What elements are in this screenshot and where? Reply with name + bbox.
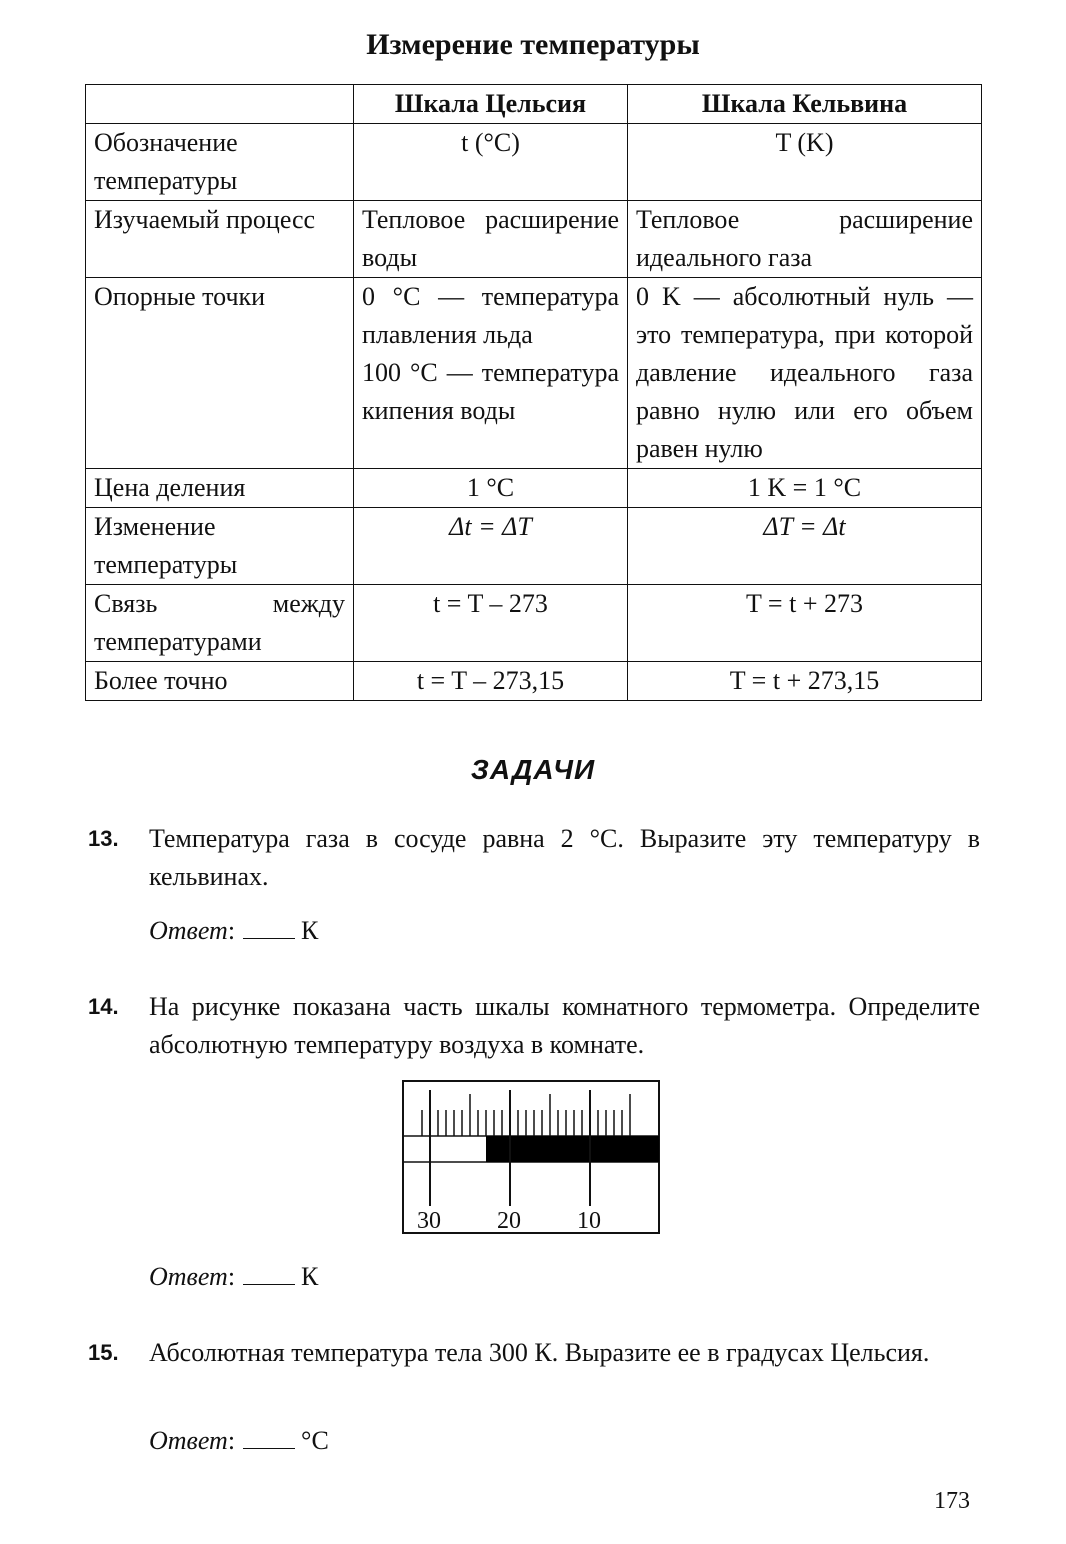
celsius-cell: 1 °C <box>353 468 628 508</box>
row-label: Связь между температурами <box>85 584 354 662</box>
tasks-title: ЗАДАЧИ <box>470 754 596 785</box>
celsius-cell: t = T – 273,15 <box>353 661 628 701</box>
celsius-cell: t = T – 273 <box>353 584 628 662</box>
table-header-row: Шкала Цельсия Шкала Кельвина <box>85 84 982 124</box>
thermometer-major-lines <box>429 1136 591 1206</box>
row-label: Обозначение температуры <box>85 123 354 201</box>
celsius-cell: Тепловое расширение воды <box>353 200 628 278</box>
page-title: Измерение температуры <box>366 28 700 61</box>
temperature-table: Шкала Цельсия Шкала Кельвина Обозначение… <box>85 84 982 701</box>
task-number: 14. <box>88 994 119 1019</box>
scale-label: 20 <box>497 1208 521 1234</box>
page-number: 173 <box>934 1488 970 1514</box>
task-15-answer: Ответ:°С <box>149 1426 329 1455</box>
kelvin-cell: ΔT = Δt <box>627 507 982 585</box>
celsius-point-melting: 0 °C — температура плавления льда <box>362 282 619 349</box>
table-header-empty <box>85 84 354 124</box>
kelvin-cell: T = t + 273,15 <box>627 661 982 701</box>
answer-unit: К <box>301 1262 319 1291</box>
answer-label: Ответ <box>149 1262 228 1291</box>
scale-label: 10 <box>577 1208 601 1234</box>
celsius-point-boiling: 100 °C — температура кипения воды <box>362 358 619 425</box>
answer-blank[interactable] <box>243 1264 296 1285</box>
liquid-column <box>486 1136 659 1162</box>
answer-blank[interactable] <box>243 918 296 939</box>
table-row: Опорные точки 0 °C — температура плавлен… <box>85 277 982 469</box>
row-label: Опорные точки <box>85 277 354 469</box>
table-row: Изменение температуры Δt = ΔT ΔT = Δt <box>85 507 982 585</box>
task-14: 14. На рисунке показана часть шкалы комн… <box>88 988 980 1064</box>
kelvin-cell: T = t + 273 <box>627 584 982 662</box>
thermometer-ticks <box>421 1090 631 1136</box>
answer-blank[interactable] <box>243 1428 296 1449</box>
task-number: 13. <box>88 826 119 851</box>
task-text: На рисунке показана часть шкалы комнатно… <box>149 992 980 1059</box>
task-14-answer: Ответ:К <box>149 1262 319 1291</box>
row-label: Изменение температуры <box>85 507 354 585</box>
kelvin-cell: 1 K = 1 °C <box>627 468 982 508</box>
table-row: Связь между температурами t = T – 273 T … <box>85 584 982 662</box>
row-label: Более точно <box>85 661 354 701</box>
task-15: 15. Абсолютная температура тела 300 К. В… <box>88 1334 980 1372</box>
kelvin-cell: 0 K — абсолютный нуль — это температура,… <box>627 277 982 469</box>
celsius-cell: Δt = ΔT <box>353 507 628 585</box>
kelvin-cell: Тепловое расширение идеального газа <box>627 200 982 278</box>
task-13: 13. Температура газа в сосуде равна 2 °С… <box>88 820 980 896</box>
table-row: Более точно t = T – 273,15 T = t + 273,1… <box>85 661 982 701</box>
thermometer-scale-figure: 30 20 10 <box>402 1080 660 1234</box>
task-13-answer: Ответ:К <box>149 916 319 945</box>
row-label: Изучаемый процесс <box>85 200 354 278</box>
answer-label: Ответ <box>149 1426 228 1455</box>
table-row: Обозначение температуры t (°C) T (K) <box>85 123 982 201</box>
answer-label: Ответ <box>149 916 228 945</box>
row-label: Цена деления <box>85 468 354 508</box>
answer-unit: °С <box>301 1426 329 1455</box>
task-text: Абсолютная температура тела 300 К. Выраз… <box>149 1338 930 1367</box>
table-row: Цена деления 1 °C 1 K = 1 °C <box>85 468 982 508</box>
kelvin-cell: T (K) <box>627 123 982 201</box>
answer-unit: К <box>301 916 319 945</box>
task-number: 15. <box>88 1340 119 1365</box>
table-row: Изучаемый процесс Тепловое расширение во… <box>85 200 982 278</box>
table-header-kelvin: Шкала Кельвина <box>627 84 982 124</box>
table-header-celsius: Шкала Цельсия <box>353 84 628 124</box>
scale-label: 30 <box>417 1208 441 1234</box>
celsius-cell: 0 °C — температура плавления льда 100 °C… <box>353 277 628 469</box>
celsius-cell: t (°C) <box>353 123 628 201</box>
task-text: Температура газа в сосуде равна 2 °С. Вы… <box>149 824 980 891</box>
